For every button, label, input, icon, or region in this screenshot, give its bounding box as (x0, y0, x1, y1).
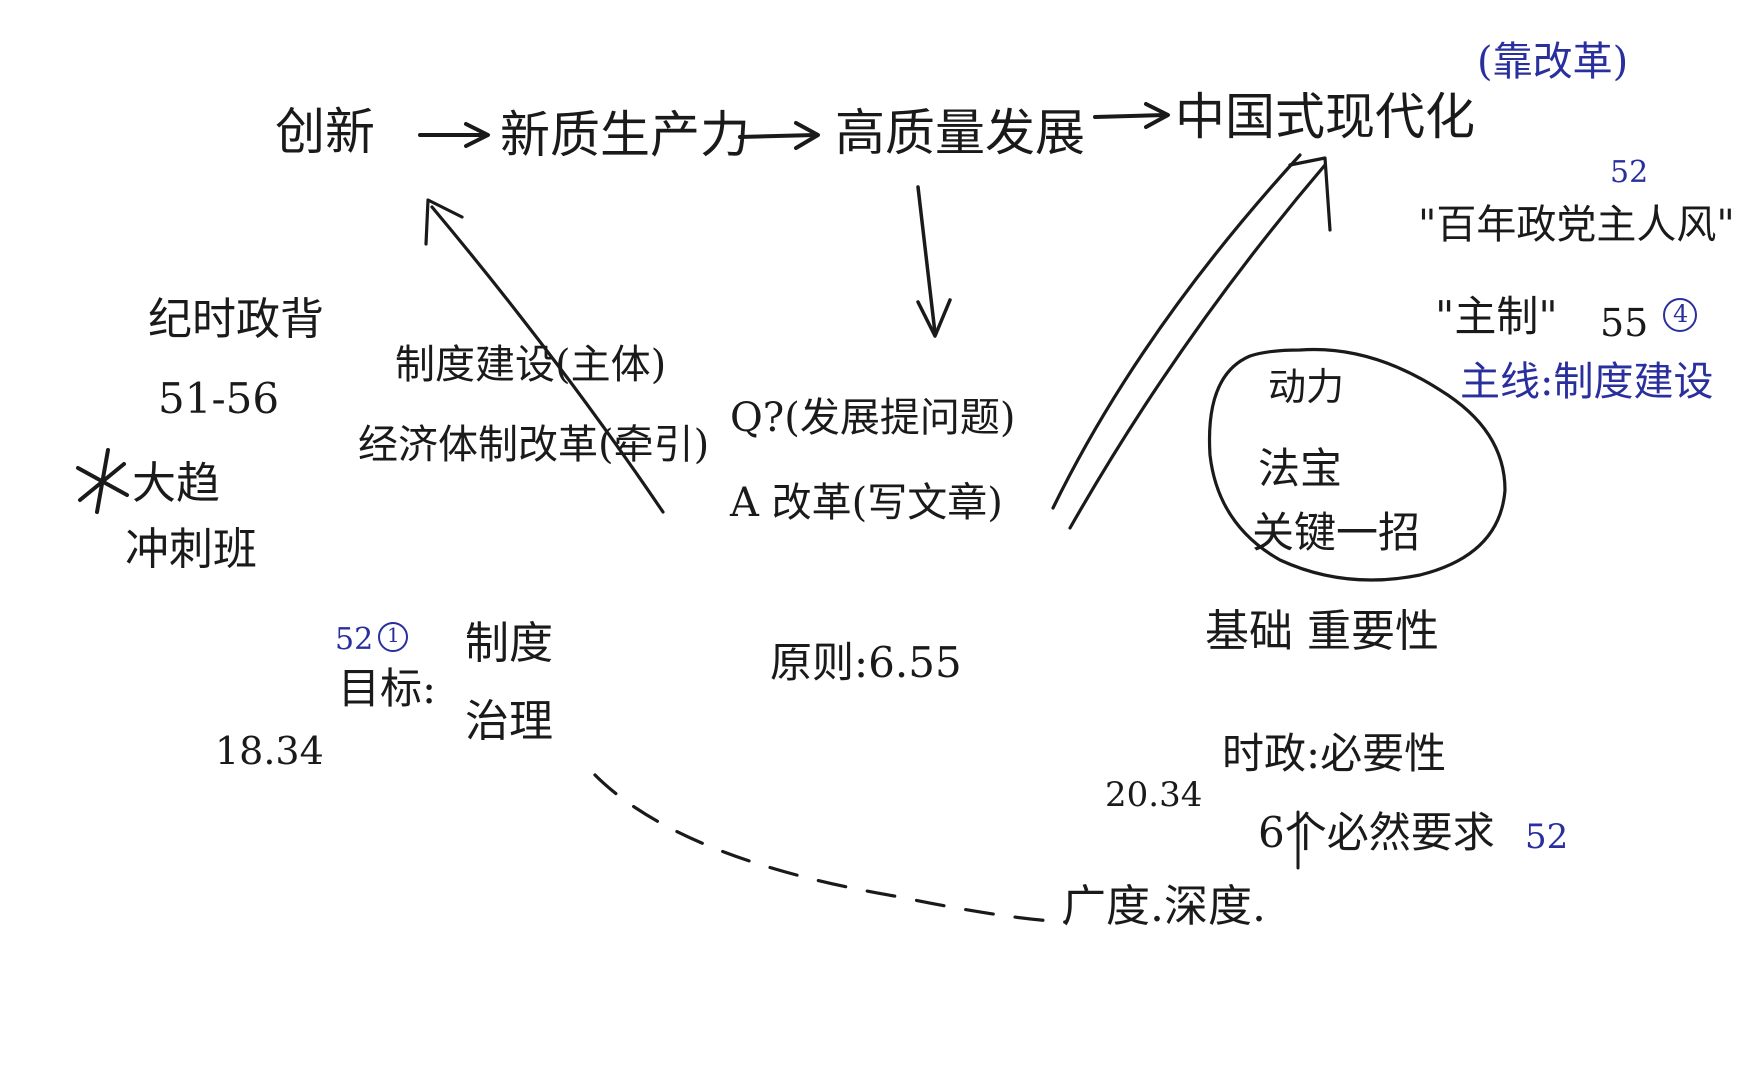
question-line: Q?(发展提问题) (730, 395, 1016, 441)
bubble-key-move: 关键一招 (1252, 508, 1421, 557)
bubble-magic-weapon: 法宝 (1258, 444, 1343, 493)
left-range: 51-56 (158, 374, 280, 423)
goal-governance: 治理 (465, 696, 553, 747)
six-requirements: 6个必然要求 (1258, 808, 1495, 857)
ref-number-55: 55 (1600, 301, 1649, 345)
principle-line: 原则:6.55 (770, 638, 962, 687)
circled-number-1-label: 1 (387, 623, 400, 647)
quote-party: "百年政党主人风" (1418, 202, 1735, 248)
node-new-productivity: 新质生产力 (500, 106, 750, 164)
double-arrow-to-modernization (1051, 153, 1332, 530)
ref-52-bottom: 52 (335, 622, 374, 657)
star-icon (76, 448, 129, 514)
institution-building: 制度建设(主体) (395, 342, 667, 388)
arrow-down-to-question (916, 185, 952, 338)
dashed-link (593, 773, 1067, 924)
bubble-outline (1207, 347, 1507, 582)
circled-number-1 (378, 622, 408, 652)
arrow-innovation-to-productivity (418, 122, 490, 148)
current-affairs-necessity: 时政:必要性 (1222, 729, 1447, 778)
arrow-up-to-innovation (424, 198, 665, 514)
note-rely-on-reform: (靠改革) (1477, 39, 1629, 85)
bubble-motivation: 动力 (1268, 365, 1345, 409)
circled-number-4 (1663, 298, 1697, 332)
foundation-importance: 基础 重要性 (1205, 606, 1439, 657)
goal-label: 目标: (338, 664, 437, 713)
node-innovation: 创新 (275, 103, 375, 161)
goal-institution: 制度 (465, 618, 553, 669)
node-high-quality-development: 高质量发展 (835, 104, 1085, 162)
mainline-institution: 主线:制度建设 (1460, 359, 1714, 405)
breadth-depth: 广度.深度. (1062, 881, 1266, 932)
circled-number-4-label: 4 (1673, 300, 1689, 328)
quote-main: "主制" (1435, 292, 1558, 341)
left-sprint-class: 冲刺班 (125, 524, 257, 575)
ref-number-52: 52 (1610, 155, 1649, 190)
economic-reform: 经济体制改革(牵引) (358, 422, 710, 468)
ref-20-34: 20.34 (1105, 775, 1203, 815)
left-current-affairs: 纪时政背 (148, 294, 324, 345)
arrow-development-to-modernization (1093, 102, 1170, 129)
ref-52-requirements: 52 (1525, 817, 1569, 857)
node-chinese-modernization: 中国式现代化 (1175, 88, 1475, 146)
ref-18-34: 18.34 (215, 729, 324, 773)
arrow-productivity-to-development (738, 121, 820, 150)
answer-line: A 改革(写文章) (730, 480, 1003, 526)
left-major-trend: 大趋 (132, 458, 220, 509)
